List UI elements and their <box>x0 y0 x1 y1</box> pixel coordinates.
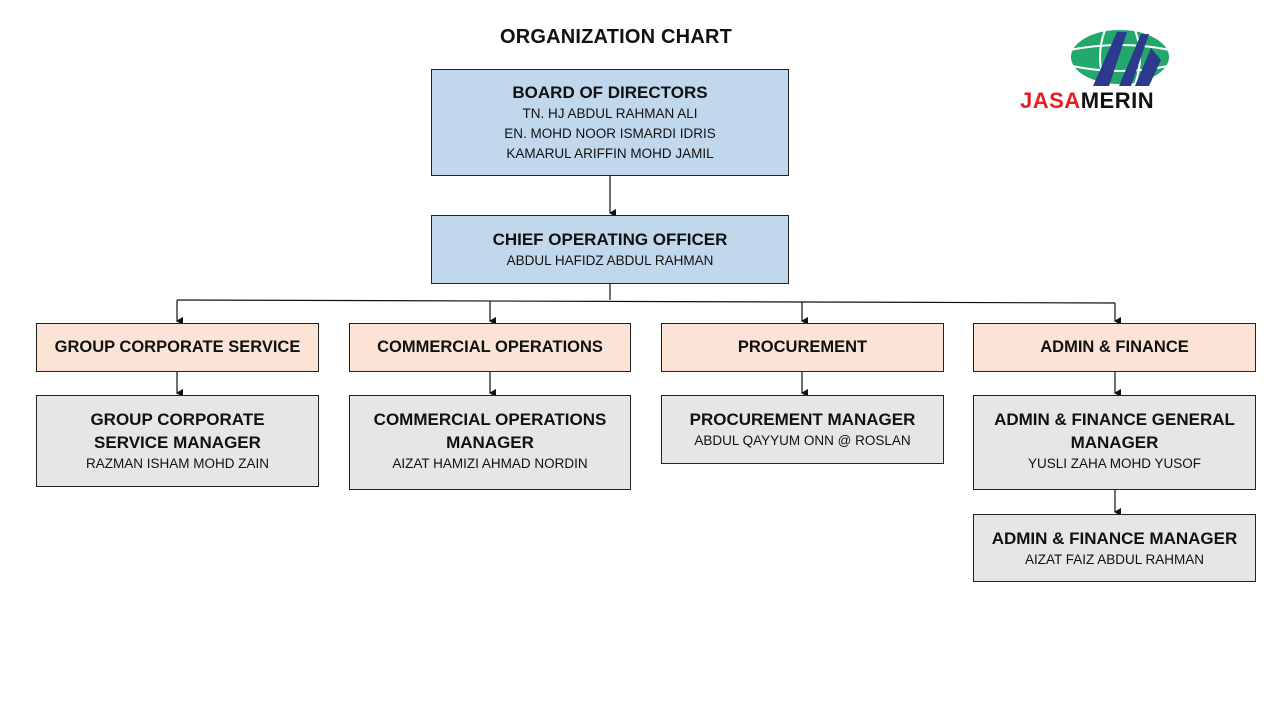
manager-box-admin-finance: ADMIN & FINANCE GENERAL MANAGER YUSLI ZA… <box>973 395 1256 490</box>
logo-wordmark: JASAMERIN <box>1020 88 1155 113</box>
department-title: PROCUREMENT <box>737 338 868 356</box>
department-box-commercial-operations: COMMERCIAL OPERATIONS <box>349 323 631 372</box>
coo-box: CHIEF OPERATING OFFICER ABDUL HAFIDZ ABD… <box>431 215 789 284</box>
coo-title: CHIEF OPERATING OFFICER <box>492 230 728 249</box>
department-title: GROUP CORPORATE SERVICE <box>54 338 301 356</box>
manager-title: GROUP CORPORATE SERVICE MANAGER <box>90 410 265 452</box>
jasamerin-logo <box>1069 28 1171 86</box>
manager-name: ABDUL QAYYUM ONN @ ROSLAN <box>694 433 911 448</box>
manager-name: RAZMAN ISHAM MOHD ZAIN <box>85 456 269 471</box>
board-member: KAMARUL ARIFFIN MOHD JAMIL <box>506 146 714 161</box>
manager-name: AIZAT HAMIZI AHMAD NORDIN <box>392 456 588 471</box>
board-of-directors-box: BOARD OF DIRECTORS TN. HJ ABDUL RAHMAN A… <box>431 69 789 176</box>
connector-bus <box>176 299 1116 304</box>
department-box-procurement: PROCUREMENT <box>661 323 944 372</box>
department-title: COMMERCIAL OPERATIONS <box>377 338 603 356</box>
board-member: TN. HJ ABDUL RAHMAN ALI <box>522 106 698 121</box>
manager-box-commercial-operations: COMMERCIAL OPERATIONS MANAGER AIZAT HAMI… <box>349 395 631 490</box>
page-title: ORGANIZATION CHART <box>499 26 733 48</box>
manager-title: PROCUREMENT MANAGER <box>689 410 916 429</box>
manager-name: YUSLI ZAHA MOHD YUSOF <box>1027 456 1202 471</box>
department-title: ADMIN & FINANCE <box>1040 338 1189 356</box>
manager-title: ADMIN & FINANCE GENERAL MANAGER <box>994 410 1235 452</box>
sub-manager-title: ADMIN & FINANCE MANAGER <box>991 529 1238 548</box>
admin-finance-manager-box: ADMIN & FINANCE MANAGER AIZAT FAIZ ABDUL… <box>973 514 1256 582</box>
board-member: EN. MOHD NOOR ISMARDI IDRIS <box>504 126 716 141</box>
manager-box-group-corporate-service: GROUP CORPORATE SERVICE MANAGER RAZMAN I… <box>36 395 319 487</box>
manager-box-procurement: PROCUREMENT MANAGER ABDUL QAYYUM ONN @ R… <box>661 395 944 464</box>
manager-title: COMMERCIAL OPERATIONS MANAGER <box>373 410 607 452</box>
coo-name: ABDUL HAFIDZ ABDUL RAHMAN <box>506 253 714 268</box>
sub-manager-name: AIZAT FAIZ ABDUL RAHMAN <box>1024 552 1205 567</box>
board-title: BOARD OF DIRECTORS <box>512 83 708 102</box>
department-box-admin-finance: ADMIN & FINANCE <box>973 323 1256 372</box>
department-box-group-corporate-service: GROUP CORPORATE SERVICE <box>36 323 319 372</box>
